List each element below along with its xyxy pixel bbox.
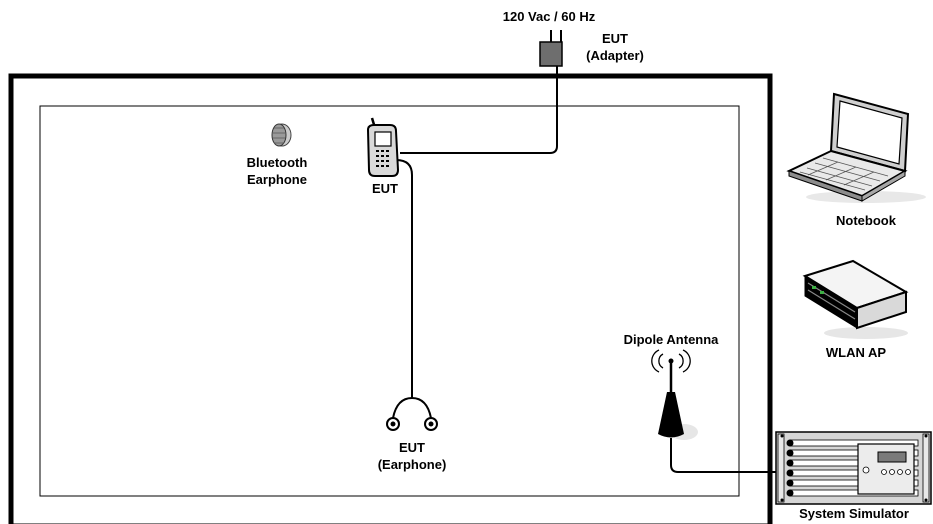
bluetooth-earphone-icon <box>271 123 292 147</box>
notebook-label: Notebook <box>836 213 896 228</box>
wired-earphone-icon <box>386 397 438 431</box>
adapter-label-line2: (Adapter) <box>586 48 644 63</box>
power-adapter-icon <box>539 30 563 67</box>
wlan-ap-icon <box>802 259 909 339</box>
bluetooth-earphone-label-line2: Earphone <box>247 172 307 187</box>
eut-phone-label: EUT <box>372 181 398 196</box>
system-simulator-label: System Simulator <box>799 506 909 521</box>
adapter-cable <box>400 66 558 154</box>
antenna-cable <box>670 438 785 473</box>
wlan-ap-label: WLAN AP <box>825 345 887 360</box>
earphone-label-line1: EUT <box>399 440 425 455</box>
power-supply-label: 120 Vac / 60 Hz <box>502 9 596 24</box>
system-simulator-icon <box>775 431 932 505</box>
bluetooth-earphone-label-line1: Bluetooth <box>246 155 308 170</box>
dipole-antenna-label: Dipole Antenna <box>623 332 719 347</box>
notebook-icon <box>786 92 926 203</box>
mobile-phone-icon <box>366 117 400 177</box>
adapter-label-line1: EUT <box>602 31 628 46</box>
dipole-antenna-icon <box>651 349 698 440</box>
earphone-label-line2: (Earphone) <box>377 457 447 472</box>
earphone-cable <box>395 159 413 398</box>
